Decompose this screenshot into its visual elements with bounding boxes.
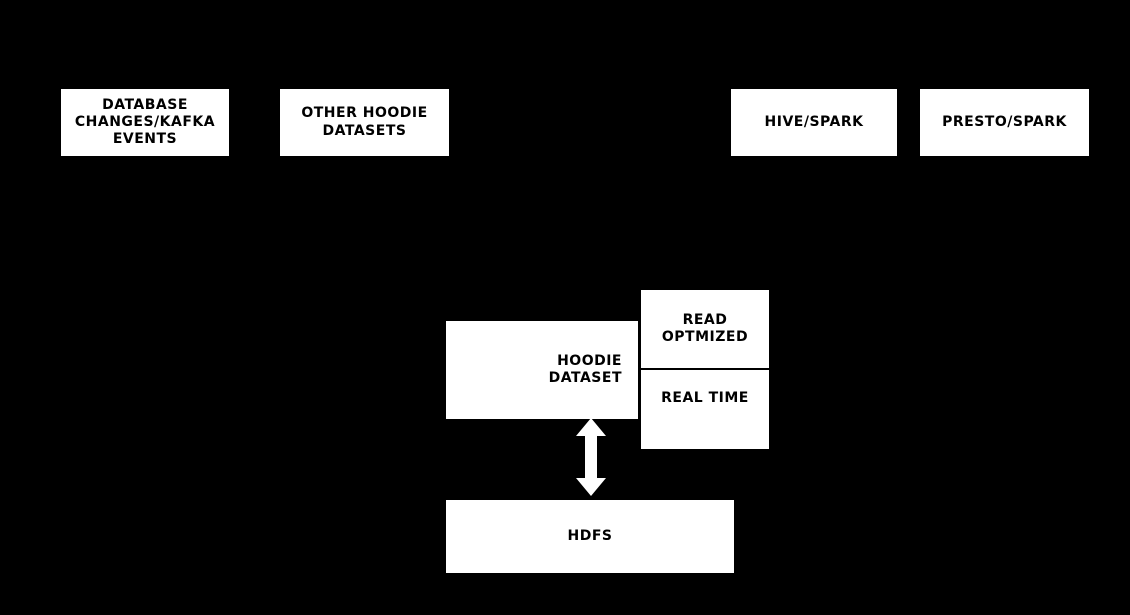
node-label: OTHER HOODIE DATASETS — [301, 105, 428, 139]
node-database-changes-kafka-events[interactable]: DATABASE CHANGES/KAFKA EVENTS — [61, 89, 229, 156]
node-real-time-view[interactable]: REAL TIME — [641, 370, 769, 449]
node-read-optimized-view[interactable]: READ OPTMIZED — [641, 290, 769, 370]
node-label: HOODIE DATASET — [548, 352, 622, 386]
node-other-hoodie-datasets[interactable]: OTHER HOODIE DATASETS — [280, 89, 449, 156]
node-hive-spark[interactable]: HIVE/SPARK — [731, 89, 897, 156]
node-label: REAL TIME — [661, 390, 749, 406]
node-presto-spark[interactable]: PRESTO/SPARK — [920, 89, 1089, 156]
node-label: DATABASE CHANGES/KAFKA EVENTS — [74, 96, 216, 148]
node-label: READ OPTMIZED — [661, 311, 749, 345]
node-hdfs[interactable]: HDFS — [446, 500, 734, 573]
node-label: HIVE/SPARK — [764, 113, 864, 130]
node-hoodie-dataset[interactable]: HOODIE DATASET — [446, 321, 638, 419]
node-label: PRESTO/SPARK — [942, 113, 1067, 130]
node-label: HDFS — [567, 527, 613, 544]
double-arrow-icon — [576, 418, 606, 496]
